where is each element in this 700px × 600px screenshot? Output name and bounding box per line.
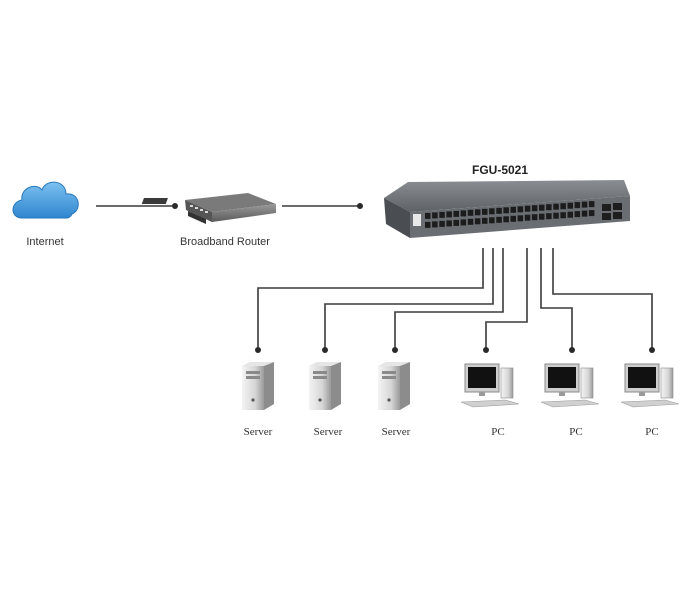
switch-port [489,208,495,215]
switch-port [446,220,452,227]
link-switch-server-3 [394,248,504,350]
switch-port [453,219,459,226]
server-tower-icon [242,362,274,410]
desktop-pc-icon [460,363,520,408]
server-tower-icon [378,362,410,410]
switch-port [489,217,495,224]
link-switch-server-2 [324,248,494,350]
switch-port [425,212,431,219]
device-label: PC [645,426,659,438]
desktop-pc-icon [620,363,680,408]
connection-lines [96,205,653,350]
connection-dots [172,203,655,353]
device-label: Server [313,426,343,438]
switch-port [432,212,438,219]
link-switch-pc-3 [552,248,653,350]
switch-port [467,218,474,225]
device-label: PC [569,426,583,438]
switch-port [531,205,538,212]
switch-port [503,207,509,214]
switch-port [574,202,581,209]
link-switch-server-1 [257,248,484,350]
switch-port [524,205,531,212]
desktop-pc-icon [540,363,600,408]
router-label: Broadband Router [180,236,270,248]
switch-port [460,219,467,226]
switch-port [432,221,438,228]
switch-port [560,212,566,219]
link-switch-pc-1 [485,248,528,350]
device-label: Server [243,426,273,438]
server-tower-icon [309,362,341,410]
switch-port [474,218,481,225]
switch-port [460,210,467,217]
link-switch-pc-2 [540,248,573,350]
switch-port [539,204,545,211]
switch-port [467,209,474,216]
switch-port [581,210,588,217]
switch-port [439,211,445,218]
device-label: Server [381,426,411,438]
switch-port [425,221,431,228]
switch-port [553,203,559,210]
switch-port [453,210,459,217]
cloud-icon [12,181,79,219]
switch-port [539,213,545,220]
internet-label: Internet [26,236,64,248]
switch-port [482,208,488,215]
switch-port [510,206,516,213]
switch-port [581,201,588,208]
switch-port [510,215,516,222]
switch-port [517,215,524,222]
switch-port [546,204,552,211]
switch-port [482,217,488,224]
switch-port [567,202,573,209]
switch-ports [425,201,595,228]
switch-port [503,216,509,223]
switch-port [546,213,552,220]
switch-port [474,209,481,216]
switch-port [524,214,531,221]
switch-label: FGU-5021 [472,163,529,177]
device-label: PC [491,426,505,438]
switch-port [574,211,581,218]
switch-port [496,207,502,214]
switch-port [446,211,452,218]
switch-port [496,216,502,223]
switch-port [439,220,445,227]
switch-port [588,201,595,208]
switch-port [517,206,524,213]
switch-port [567,211,573,218]
switch-port [531,214,538,221]
switch-port [553,212,559,219]
switch-port [560,203,566,210]
router-icon [141,193,276,224]
switch-port [588,210,595,217]
network-switch-icon [384,180,630,238]
